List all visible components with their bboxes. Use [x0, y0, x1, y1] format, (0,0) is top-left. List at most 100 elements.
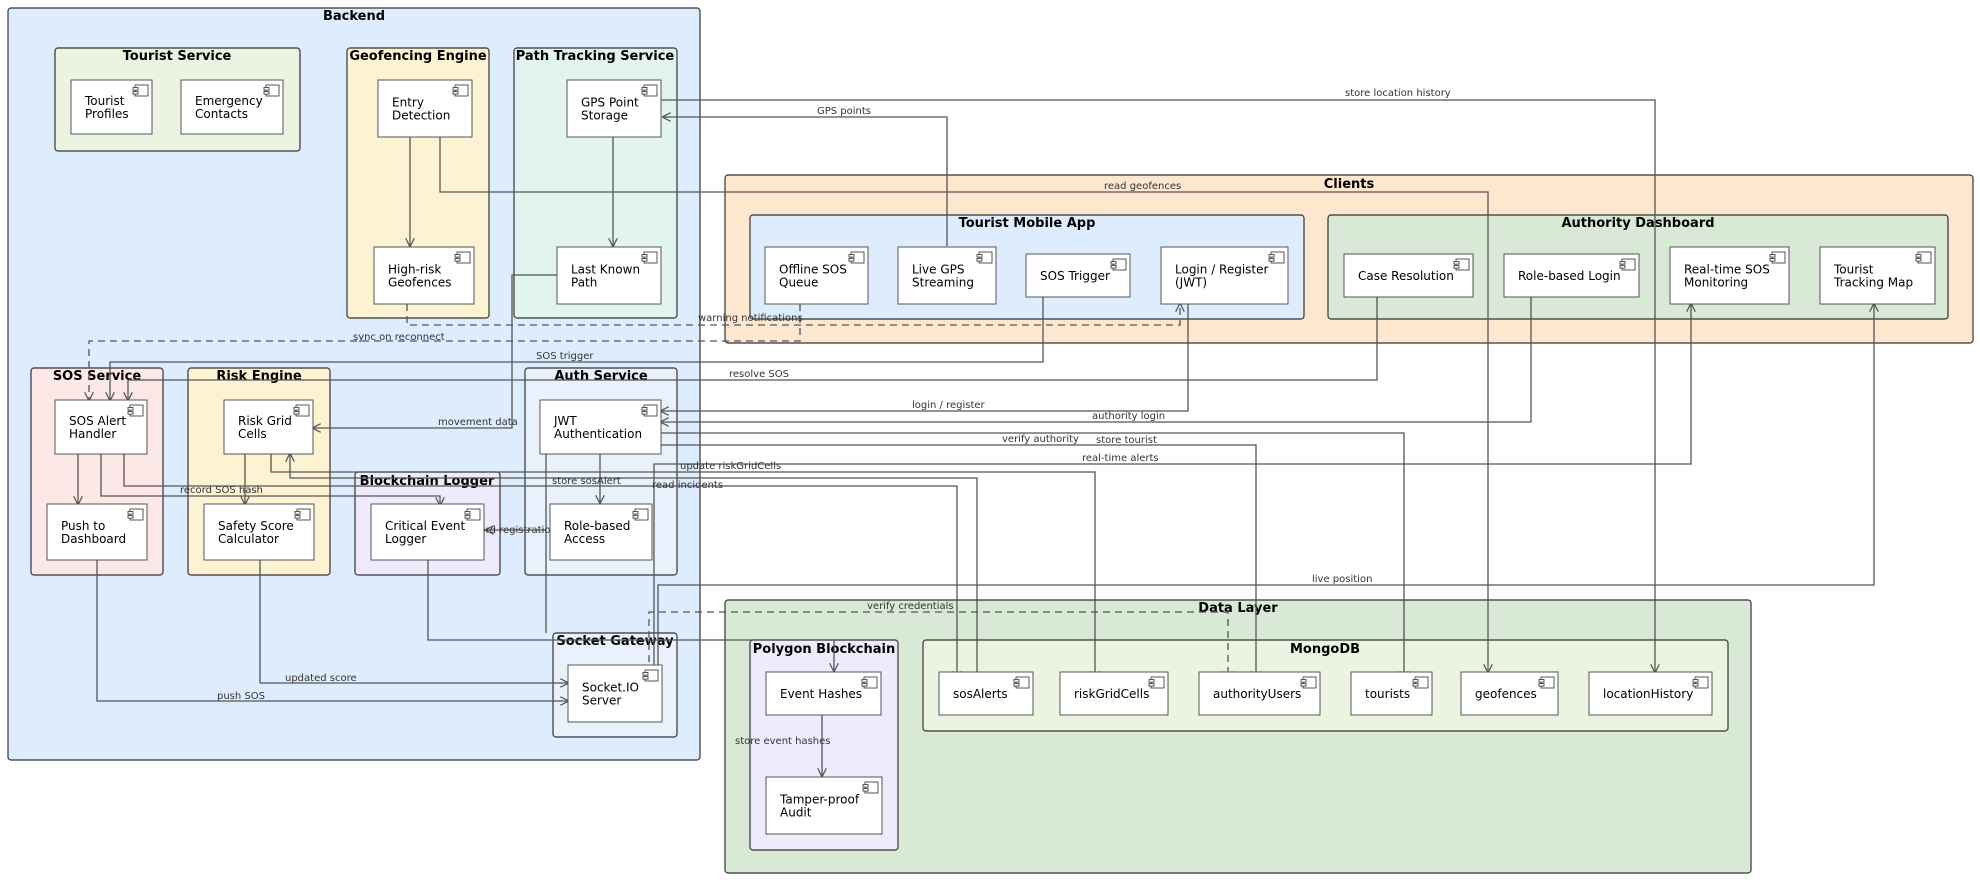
edge-store-location-history: [661, 99, 1655, 672]
component-icon: [454, 251, 471, 264]
component-icon: [1268, 251, 1285, 264]
component-icon: [452, 84, 469, 97]
component-label: JWT: [553, 414, 577, 428]
edge-live-position: [657, 304, 1874, 665]
component-label: Streaming: [912, 276, 974, 290]
edge-verify-authority: [661, 444, 1256, 679]
component-icon: [1453, 258, 1470, 271]
edge-label: verify authority: [1002, 434, 1079, 445]
edge-read-geofences: [439, 137, 1488, 672]
component-label: Push to: [61, 519, 105, 533]
component-label: Logger: [385, 532, 426, 546]
component-label: Storage: [581, 109, 628, 123]
component-icon: [642, 669, 659, 682]
component-label: (JWT): [1175, 276, 1207, 290]
component-icon: [1300, 676, 1317, 689]
edge-record-sos-hash: [100, 454, 440, 505]
component-label: geofences: [1475, 687, 1537, 701]
component-label: Live GPS: [912, 263, 964, 277]
edge-gps-points: [663, 117, 948, 246]
component-label: Login / Register: [1175, 263, 1269, 277]
edge-label: GPS points: [817, 106, 871, 117]
edge-label: login / register: [912, 400, 986, 411]
edge-label: resolve SOS: [729, 369, 789, 380]
package-title: Authority Dashboard: [1561, 216, 1714, 231]
component-label: Role-based: [564, 519, 630, 533]
component-label: Last Known: [571, 263, 640, 277]
component-label: Offline SOS: [779, 263, 847, 277]
package-title: Tourist Mobile App: [959, 216, 1096, 231]
edge-label: record SOS hash: [180, 485, 263, 496]
edge-label: read geofences: [1104, 181, 1181, 192]
component-label: Tourist: [84, 94, 125, 108]
component-label: riskGridCells: [1074, 687, 1149, 701]
component-label: Handler: [69, 427, 116, 441]
edge-label: store sosAlert: [552, 476, 621, 487]
edge-label: sync on reconnect: [353, 332, 445, 343]
component-label: Case Resolution: [1358, 269, 1454, 283]
component-icon: [464, 508, 481, 521]
component-label: Role-based Login: [1518, 269, 1621, 283]
component-icon: [1110, 258, 1127, 271]
package-title: Tourist Service: [123, 49, 232, 64]
edge-label: record registration hash: [464, 525, 584, 536]
component-label: Audit: [780, 806, 812, 820]
component-icon: [976, 251, 993, 264]
component-icon: [848, 251, 865, 264]
edge-label: verify credentials: [867, 601, 954, 612]
component-icon: [1148, 676, 1165, 689]
component-role-based-login: Role-based Login: [1503, 253, 1640, 298]
component-risk-grid-cells-db: riskGridCells: [1059, 671, 1169, 716]
component-label: Queue: [779, 276, 818, 290]
component-icon: [1915, 251, 1932, 264]
component-label: Server: [582, 694, 621, 708]
package-title: Clients: [1324, 177, 1375, 192]
edge-label: movement data: [438, 417, 518, 428]
component-label: Cells: [238, 427, 267, 441]
edge-label: read incidents: [652, 480, 723, 491]
edge-update-risk-grid-cells: [270, 454, 1095, 679]
edge-label: updated score: [285, 673, 357, 684]
edge-label: SOS trigger: [536, 351, 594, 362]
component-location-history: locationHistory: [1588, 671, 1713, 716]
edge-movement-data: [313, 274, 558, 428]
edge-real-time-alerts: [653, 304, 1691, 665]
edge-store-tourist: [661, 432, 1404, 679]
component-label: Critical Event: [385, 519, 465, 533]
component-label: authorityUsers: [1213, 687, 1301, 701]
component-icon: [632, 508, 649, 521]
edge-sync-on-reconnect: [89, 304, 801, 400]
component-icon: [263, 84, 280, 97]
component-label: Tamper-proof: [779, 793, 860, 807]
component-risk-grid-cells: Risk GridCells: [223, 399, 314, 455]
package-title: Socket Gateway: [556, 634, 674, 649]
component-label: Dashboard: [61, 532, 126, 546]
component-icon: [641, 404, 658, 417]
edge-warning-notifications: [406, 304, 1180, 326]
edge-login-register: [661, 304, 1189, 411]
component-case-resolution: Case Resolution: [1343, 253, 1474, 298]
component-label: Real-time SOS: [1684, 263, 1770, 277]
edge-read-incidents: [290, 454, 978, 679]
package-title: Data Layer: [1198, 601, 1278, 616]
component-sos-alerts: sosAlerts: [938, 671, 1034, 716]
package-title: Risk Engine: [216, 369, 302, 384]
component-icon: [294, 508, 311, 521]
edge-label: authority login: [1092, 411, 1165, 422]
package-title: SOS Service: [53, 369, 142, 384]
component-icon: [862, 781, 879, 794]
component-icon: [1769, 251, 1786, 264]
component-label: High-risk: [388, 263, 441, 277]
component-label: sosAlerts: [953, 687, 1008, 701]
component-label: Safety Score: [218, 519, 294, 533]
